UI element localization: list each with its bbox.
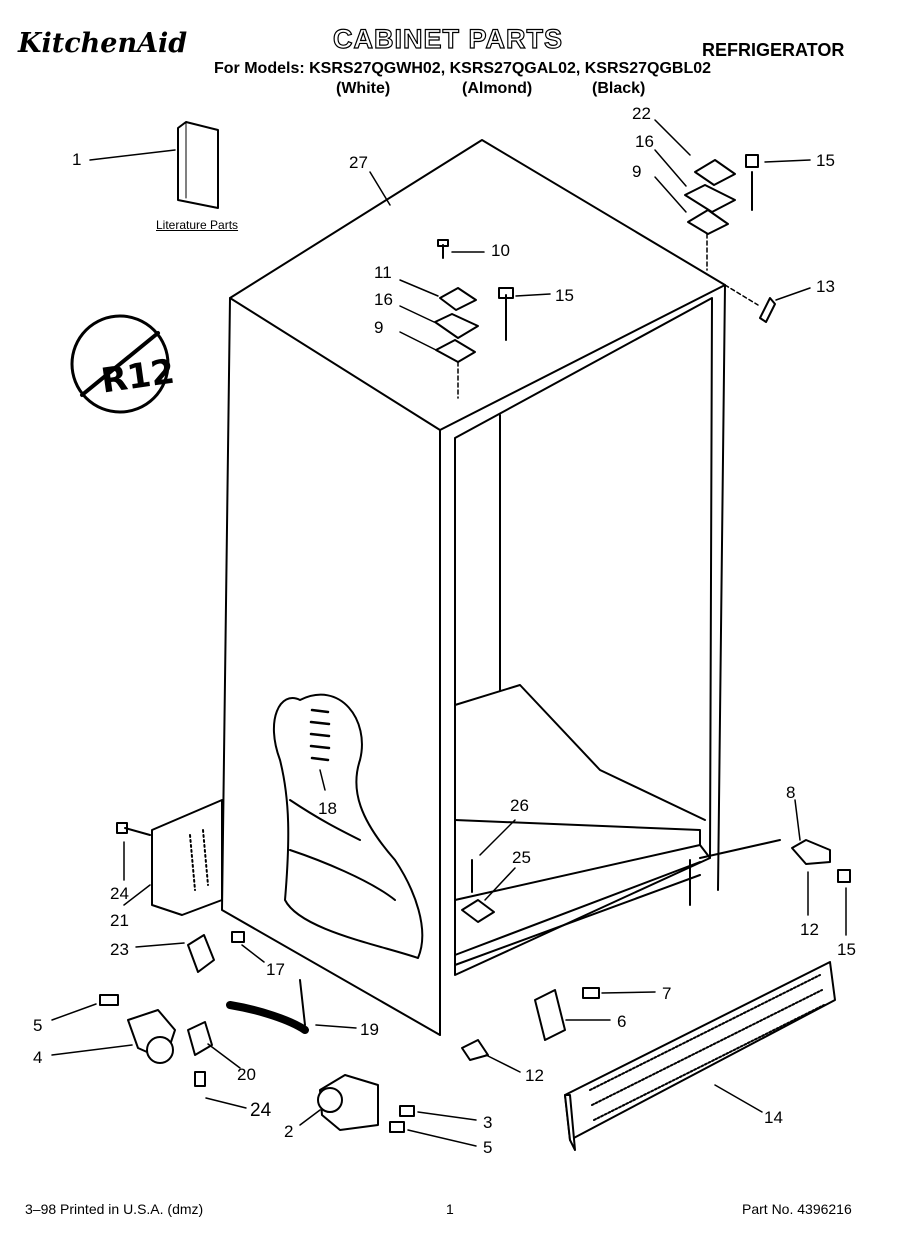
callout-25: 25 [512, 848, 531, 867]
bracket-23 [187, 934, 215, 973]
callout-21: 21 [110, 911, 129, 930]
callout-9a: 9 [632, 162, 642, 181]
drain-coil [309, 708, 331, 762]
callout-5a: 5 [33, 1016, 43, 1035]
callout-16b: 16 [374, 290, 393, 309]
screw-7 [582, 987, 600, 999]
callout-4: 4 [33, 1048, 43, 1067]
callout-13: 13 [816, 277, 835, 296]
toe-grille [564, 961, 836, 1151]
callout-12a: 12 [800, 920, 819, 939]
screw-24 [194, 1071, 206, 1087]
center-hinge [434, 239, 514, 399]
cabinet-shell [221, 139, 726, 1036]
footer-print-info: 3–98 Printed in U.S.A. (dmz) [25, 1201, 204, 1217]
callout-16a: 16 [635, 132, 654, 151]
callout-12b: 12 [525, 1066, 544, 1085]
category-label: REFRIGERATOR [702, 40, 845, 60]
callout-6: 6 [617, 1012, 627, 1031]
front-wheel-assembly [317, 1074, 415, 1133]
callout-24a: 24 [110, 884, 129, 903]
left-bracket [116, 799, 223, 916]
brand-logo: KitchenAid [18, 28, 188, 59]
clip-13 [759, 297, 776, 323]
callout-7: 7 [662, 984, 672, 1003]
variant-almond: (Almond) [462, 80, 533, 97]
callout-17: 17 [266, 960, 285, 979]
callout-8: 8 [786, 783, 796, 802]
variant-black: (Black) [592, 80, 646, 97]
leveler-25 [461, 899, 495, 923]
screw-17 [231, 931, 245, 943]
callout-9b: 9 [374, 318, 384, 337]
callout-19: 19 [360, 1020, 379, 1039]
callout-1: 1 [72, 150, 82, 169]
page-title: CABINET PARTS [332, 23, 564, 54]
right-bracket [699, 839, 851, 883]
no-r12-logo [70, 314, 170, 414]
footer-page-number: 1 [446, 1201, 454, 1217]
callout-18: 18 [318, 799, 337, 818]
callout-10: 10 [491, 241, 510, 260]
footer-part-number: Part No. 4396216 [742, 1201, 852, 1217]
callout-3: 3 [483, 1113, 493, 1132]
callout-15c: 15 [837, 940, 856, 959]
rear-wheel-assembly [99, 994, 176, 1064]
callout-14: 14 [764, 1108, 783, 1127]
models-line: For Models: KSRS27QGWH02, KSRS27QGAL02, … [214, 60, 712, 77]
leader-lines [51, 119, 847, 1147]
callout-5b: 5 [483, 1138, 493, 1157]
right-hinge [684, 154, 759, 271]
callout-11: 11 [374, 263, 392, 282]
water-tube [226, 1001, 309, 1034]
clip-20 [187, 1021, 213, 1056]
callout-22: 22 [632, 104, 651, 123]
literature-booklet [177, 121, 219, 209]
bracket-6 [534, 989, 566, 1041]
callout-24b: 24 [250, 1100, 272, 1121]
literature-parts-label: Literature Parts [156, 218, 239, 232]
callout-27: 27 [349, 153, 368, 172]
callout-15b: 15 [555, 286, 574, 305]
r12-logo-text: R12 [99, 352, 177, 402]
clip-12 [461, 1039, 489, 1061]
variant-white: (White) [336, 80, 391, 97]
callout-20: 20 [237, 1065, 256, 1084]
callout-15a: 15 [816, 151, 835, 170]
callout-26: 26 [510, 796, 529, 815]
callout-2: 2 [284, 1122, 294, 1141]
callout-23: 23 [110, 940, 129, 959]
